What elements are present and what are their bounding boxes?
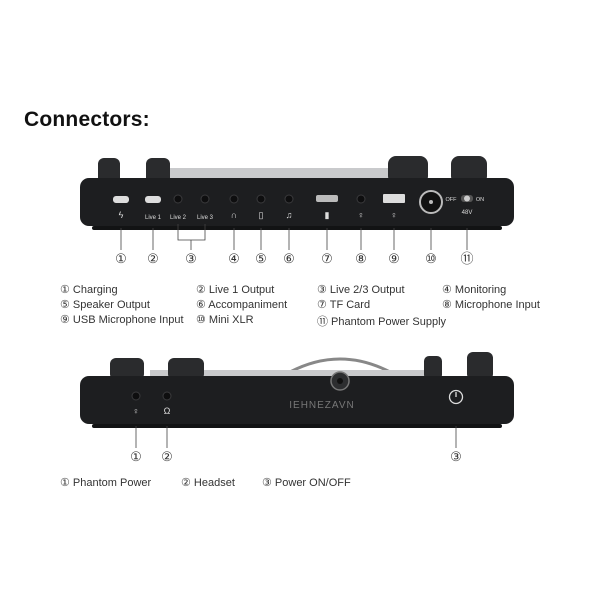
rear-top-plate xyxy=(150,370,430,380)
rear-handle xyxy=(289,357,391,374)
rear-knob-1 xyxy=(110,358,144,380)
front-callout-5: ⑤ xyxy=(255,251,267,266)
brand-logo: IEHNEZAVN xyxy=(289,400,355,411)
front-device: ϟ ∩ ▯ ♫ ▮ ♀ ♀ Live 1 Live 2 Live 3 OFF O… xyxy=(80,156,514,230)
front-callout-1: ① xyxy=(115,251,127,266)
jack-monitoring xyxy=(229,194,239,204)
music-note-icon: ♫ xyxy=(286,210,293,220)
legend-phantom-power: ① Phantom Power xyxy=(60,477,152,489)
switch-48v-label: 48V xyxy=(462,210,473,216)
mic-icon: ♀ xyxy=(358,210,365,220)
legend-live23-output: ③ Live 2/3 Output xyxy=(317,284,405,296)
legend-power-onoff: ③ Power ON/OFF xyxy=(262,477,351,489)
jack-headset xyxy=(162,391,172,401)
rear-body xyxy=(80,376,514,424)
front-callout-9: ⑨ xyxy=(388,251,400,266)
speaker-icon: ▯ xyxy=(259,210,264,220)
jack-live3 xyxy=(200,194,210,204)
front-callout-4: ④ xyxy=(228,251,240,266)
front-body xyxy=(80,178,514,226)
legend-microphone-input: ⑧ Microphone Input xyxy=(442,299,540,311)
switch-off-label: OFF xyxy=(446,197,458,203)
front-knob-left-1 xyxy=(98,158,120,184)
legend-headset: ② Headset xyxy=(181,477,235,489)
usb-a-port xyxy=(383,194,405,203)
front-callout-8: ⑧ xyxy=(355,251,367,266)
legend-monitoring: ④ Monitoring xyxy=(442,284,507,296)
front-callout-10: ⑩ xyxy=(425,251,437,266)
jack-microphone xyxy=(356,194,366,204)
rear-foot xyxy=(92,424,502,428)
lightning-icon: ϟ xyxy=(119,210,124,220)
legend-accompaniment: ⑥ Accompaniment xyxy=(196,299,288,311)
label-live3: Live 3 xyxy=(197,215,214,221)
rear-knob-2 xyxy=(168,358,204,380)
jack-live2 xyxy=(173,194,183,204)
front-callout-11: ⑪ xyxy=(460,251,473,266)
phantom-switch-knob xyxy=(464,195,470,202)
front-knob-left-2 xyxy=(146,158,170,184)
label-live2: Live 2 xyxy=(170,215,187,221)
label-live1: Live 1 xyxy=(145,215,162,221)
legend-usb-mic-input: ⑨ USB Microphone Input xyxy=(60,314,184,326)
front-callout-2: ② xyxy=(147,251,159,266)
front-callout-7: ⑦ xyxy=(321,251,333,266)
rear-leader-lines xyxy=(135,426,457,448)
rear-callout-1: ① xyxy=(130,449,142,464)
usb-c-live1-port xyxy=(145,196,161,203)
rear-knob-4 xyxy=(467,352,493,380)
front-knob-right-1 xyxy=(388,156,428,184)
front-callout-3: ③ xyxy=(185,251,197,266)
sd-card-icon: ▮ xyxy=(325,210,330,220)
legend-phantom-supply: ⑪ Phantom Power Supply xyxy=(317,316,447,328)
rear-headset-icon: Ω xyxy=(164,406,171,416)
rear-callout-3: ③ xyxy=(450,449,462,464)
headphone-icon: ∩ xyxy=(231,210,237,220)
switch-on-label: ON xyxy=(476,197,484,203)
front-knob-right-2 xyxy=(451,156,487,184)
rear-knob-3 xyxy=(424,356,442,380)
mount-hole xyxy=(337,378,343,384)
rear-callout-2: ② xyxy=(161,449,173,464)
legend-tf-card: ⑦ TF Card xyxy=(317,299,371,311)
legend-live1-output: ② Live 1 Output xyxy=(196,284,275,296)
front-foot xyxy=(92,226,502,230)
jack-speaker xyxy=(256,194,266,204)
front-callout-6: ⑥ xyxy=(283,251,295,266)
jack-phantom-power xyxy=(131,391,141,401)
legend-charging: ① Charging xyxy=(60,284,118,296)
rear-mic-icon: ♀ xyxy=(133,406,140,416)
usb-mic-icon: ♀ xyxy=(391,210,398,220)
xlr-pin xyxy=(429,200,433,204)
tf-card-slot xyxy=(316,195,338,202)
rear-device: ♀ Ω IEHNEZAVN xyxy=(80,352,514,428)
legend-speaker-output: ⑤ Speaker Output xyxy=(60,299,150,311)
usb-c-charging-port xyxy=(113,196,129,203)
power-button xyxy=(448,389,464,405)
front-leader-lines xyxy=(120,224,468,250)
legend-mini-xlr: ⑩ Mini XLR xyxy=(196,314,254,326)
jack-accompaniment xyxy=(284,194,294,204)
page-title: Connectors: xyxy=(24,108,150,131)
